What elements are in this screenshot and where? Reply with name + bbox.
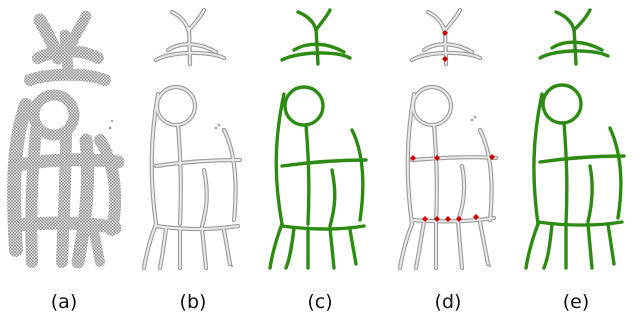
- panel-a-label: (a): [50, 291, 78, 313]
- junction-marker: [434, 216, 440, 222]
- panel-a: (a): [0, 0, 128, 328]
- skeleton-junctions-image: [397, 7, 499, 271]
- junction-marker: [456, 216, 462, 222]
- panel-e: (e): [512, 0, 641, 328]
- junction-marker: [422, 216, 428, 222]
- panel-d-label: (d): [434, 291, 462, 313]
- panel-b-label: (b): [179, 291, 207, 313]
- junction-marker: [442, 30, 448, 36]
- junction-marker: [445, 216, 451, 222]
- junction-marker: [434, 155, 440, 161]
- skeleton-gray-image: [141, 7, 243, 271]
- junction-marker: [489, 154, 495, 160]
- junction-marker: [410, 155, 416, 161]
- junction-marker: [442, 56, 448, 62]
- junction-markers: [410, 30, 495, 222]
- skeleton-green-image: [268, 8, 368, 270]
- junction-marker: [473, 214, 479, 220]
- panel-b: (b): [128, 0, 256, 328]
- skeleton-refined-image: [524, 8, 626, 270]
- panel-c-label: (c): [307, 291, 333, 313]
- panel-c: (c): [256, 0, 384, 328]
- mesh-image: [7, 10, 125, 269]
- panel-d: (d): [384, 0, 512, 328]
- panel-e-label: (e): [562, 291, 590, 313]
